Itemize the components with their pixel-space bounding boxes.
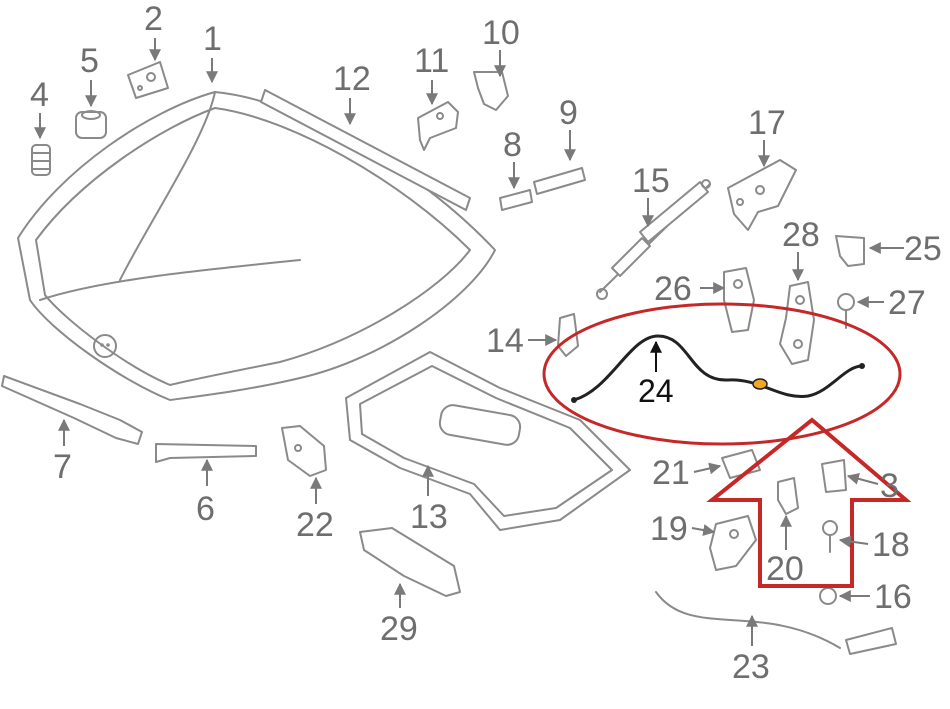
callout-20: 20 bbox=[766, 550, 804, 588]
cable-clip bbox=[752, 378, 768, 390]
callout-1: 1 bbox=[203, 20, 222, 58]
part-10-clip bbox=[473, 71, 509, 111]
part-2-bracket bbox=[127, 61, 169, 99]
callout-5: 5 bbox=[80, 42, 99, 80]
part-8-trim-piece bbox=[499, 189, 533, 211]
callout-16: 16 bbox=[874, 578, 912, 616]
callout-26: 26 bbox=[654, 270, 692, 308]
part-12-seal-strip bbox=[260, 89, 471, 211]
part-5-rubber-buffer bbox=[75, 110, 107, 139]
part-13-insulation-pad bbox=[345, 351, 631, 531]
part-24-cable bbox=[571, 334, 865, 403]
highlight-arrow bbox=[706, 417, 912, 588]
callout-17: 17 bbox=[748, 104, 786, 142]
callout-24: 24 bbox=[638, 373, 674, 409]
part-17-hinge bbox=[727, 159, 797, 231]
callout-6: 6 bbox=[196, 490, 215, 528]
callout-13: 13 bbox=[410, 498, 448, 536]
callout-29: 29 bbox=[380, 610, 418, 648]
callout-27: 27 bbox=[888, 284, 926, 322]
part-3-clip bbox=[821, 459, 847, 493]
callout-11: 11 bbox=[414, 42, 449, 80]
part-11-bracket bbox=[417, 101, 459, 151]
callout-14: 14 bbox=[486, 322, 524, 360]
highlight-ring bbox=[542, 302, 902, 446]
part-27-screw bbox=[837, 293, 855, 329]
part-6-trim-strip bbox=[155, 443, 257, 463]
callout-7: 7 bbox=[53, 448, 72, 486]
callout-3: 3 bbox=[880, 467, 899, 505]
callout-21: 21 bbox=[652, 454, 690, 492]
part-4-bump-stop bbox=[31, 144, 51, 176]
part-9-trim-strip bbox=[533, 167, 586, 195]
part-22-bracket bbox=[281, 425, 327, 477]
part-26-latch-bracket bbox=[723, 267, 755, 333]
part-29-cover bbox=[359, 527, 461, 597]
part-14-release-handle bbox=[557, 313, 579, 357]
callout-8: 8 bbox=[503, 126, 522, 164]
callout-22: 22 bbox=[296, 506, 334, 544]
callout-28: 28 bbox=[782, 216, 820, 254]
callout-12: 12 bbox=[333, 60, 371, 98]
part-16-nut bbox=[819, 587, 837, 605]
callout-9: 9 bbox=[559, 94, 578, 132]
callout-10: 10 bbox=[482, 14, 520, 52]
part-15-gas-strut bbox=[596, 179, 711, 300]
callout-labels: 1 2 3 4 5 6 7 8 9 10 11 12 13 14 15 16 1… bbox=[30, 0, 942, 686]
part-7-seal-strip bbox=[1, 375, 143, 445]
callout-15: 15 bbox=[632, 162, 670, 200]
part-19-latch bbox=[709, 515, 757, 571]
callout-19: 19 bbox=[650, 510, 688, 548]
part-28-hood-latch bbox=[779, 281, 815, 365]
part-25-clip bbox=[835, 235, 865, 267]
callout-25: 25 bbox=[904, 230, 942, 268]
callout-4: 4 bbox=[30, 76, 49, 114]
part-23-release-cable bbox=[655, 591, 897, 655]
leader-lines bbox=[34, 38, 904, 646]
part-1-hood-panel bbox=[17, 91, 496, 401]
callout-2: 2 bbox=[144, 0, 163, 38]
callout-23: 23 bbox=[732, 648, 770, 686]
callout-18: 18 bbox=[872, 526, 910, 564]
part-20-clip bbox=[777, 477, 799, 515]
part-18-screw bbox=[822, 520, 838, 553]
